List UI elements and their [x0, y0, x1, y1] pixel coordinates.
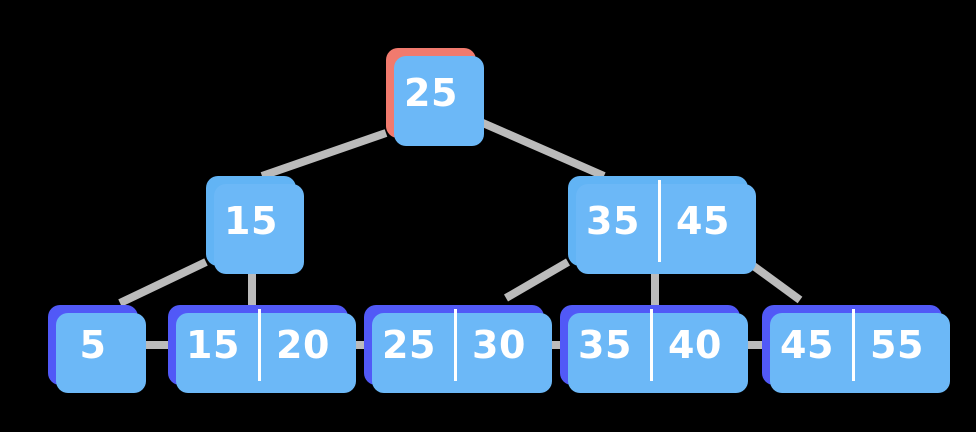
edge-internal-right-to-leaf-3 [503, 258, 571, 302]
node-key-cell: 25 [404, 71, 458, 115]
tree-leaf-node[interactable]: 25 30 [364, 305, 552, 393]
tree-node-root[interactable]: 25 [386, 48, 484, 146]
edge-root-to-internal-right [474, 116, 606, 180]
leaf-key-cell: 35 [578, 323, 632, 367]
node-key-cell: 15 [224, 199, 278, 243]
edge-root-to-internal-left [260, 129, 388, 180]
leaf-key-cell: 15 [186, 323, 240, 367]
edge-internal-left-to-leaf-1 [118, 258, 208, 307]
tree-node-internal-right[interactable]: 35 45 [568, 176, 756, 274]
node-key-cell: 35 [586, 199, 640, 243]
edge-internal-right-to-leaf-5 [745, 258, 803, 304]
tree-leaf-node[interactable]: 5 [48, 305, 146, 393]
tree-node-internal-left[interactable]: 15 [206, 176, 304, 274]
leaf-key-cell: 20 [258, 305, 348, 385]
tree-leaf-node[interactable]: 35 40 [560, 305, 748, 393]
leaf-key-cell: 5 [79, 323, 107, 367]
leaf-key-cell: 25 [382, 323, 436, 367]
leaf-key-cell: 30 [454, 305, 544, 385]
leaf-key-cell: 55 [852, 305, 942, 385]
leaf-key-cell: 40 [650, 305, 740, 385]
tree-leaf-node[interactable]: 45 55 [762, 305, 950, 393]
tree-leaf-node[interactable]: 15 20 [168, 305, 356, 393]
node-key-cell: 45 [658, 176, 748, 266]
leaf-key-cell: 45 [780, 323, 834, 367]
